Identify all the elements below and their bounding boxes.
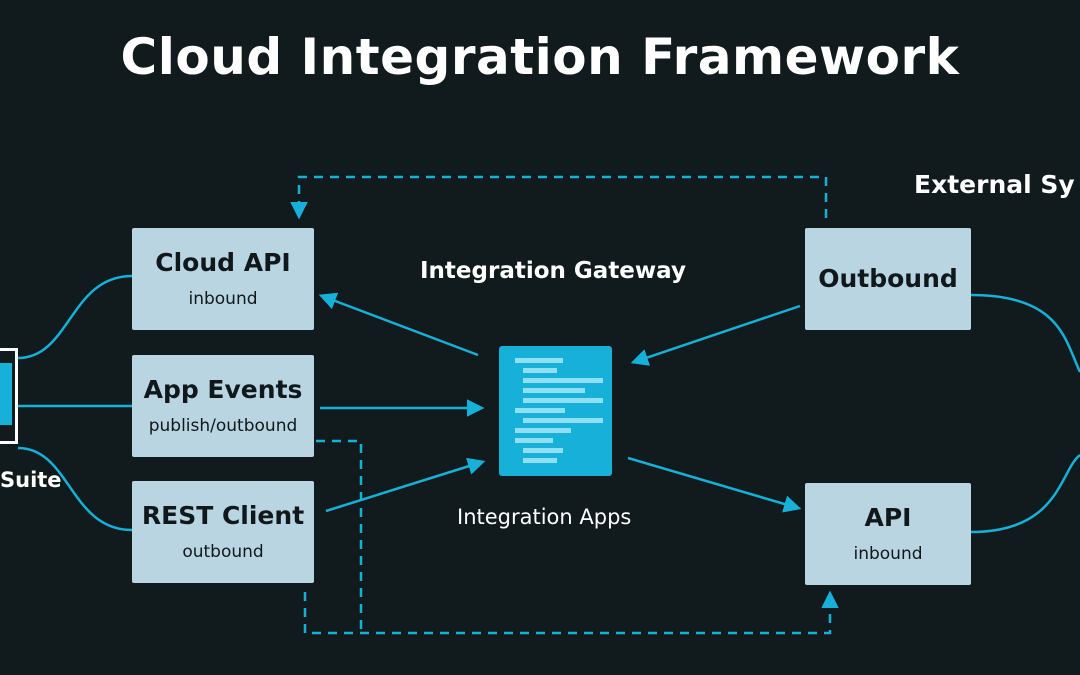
document-line: [523, 398, 603, 403]
suite-label: Suite: [0, 468, 62, 492]
outbound-box: Outbound: [805, 228, 971, 330]
app-events-sub: publish/outbound: [148, 416, 298, 436]
cloud-api-sub: inbound: [188, 289, 258, 309]
document-icon: [499, 346, 612, 476]
rest-client-box: REST Client outbound: [132, 481, 314, 583]
document-line: [515, 428, 571, 433]
rest-client-sub: outbound: [182, 542, 264, 562]
document-line: [523, 418, 603, 423]
document-line: [523, 458, 557, 463]
app-events-dashed-path: [316, 439, 363, 633]
suite-to-cloud-api-connector: [17, 274, 133, 360]
outbound-name: Outbound: [818, 264, 958, 293]
external-systems-label: External Sy: [914, 170, 1075, 199]
api-box: API inbound: [805, 483, 971, 585]
api-sub: inbound: [853, 544, 923, 564]
outbound-to-gateway-arrow: [630, 304, 801, 366]
document-line: [523, 388, 585, 393]
device-screen: [0, 363, 12, 425]
integration-gateway-label: Integration Gateway: [420, 258, 686, 284]
outbound-to-external-connector: [970, 293, 1080, 373]
rest-client-to-api-dashed-path: [303, 590, 839, 635]
document-line: [523, 368, 557, 373]
page-title: Cloud Integration Framework: [120, 28, 960, 86]
document-line: [515, 408, 565, 413]
rest-client-name: REST Client: [141, 501, 305, 530]
rest-client-to-gateway-arrow: [325, 457, 486, 513]
api-to-external-connector: [970, 454, 1080, 534]
document-line: [515, 438, 553, 443]
document-line: [523, 448, 563, 453]
app-events-name: App Events: [143, 375, 303, 404]
integration-apps-label: Integration Apps: [457, 505, 632, 529]
gateway-to-cloud-api-arrow: [318, 292, 479, 357]
outbound-to-cloud-api-dashed-path: [290, 175, 828, 220]
cloud-api-name: Cloud API: [155, 248, 291, 277]
suite-to-rest-client-connector: [17, 446, 133, 532]
device-icon: [0, 348, 18, 444]
gateway-to-api-arrow: [627, 456, 802, 513]
document-line: [515, 358, 563, 363]
api-name: API: [864, 503, 912, 532]
app-events-box: App Events publish/outbound: [132, 355, 314, 457]
document-line: [523, 378, 603, 383]
cloud-api-box: Cloud API inbound: [132, 228, 314, 330]
